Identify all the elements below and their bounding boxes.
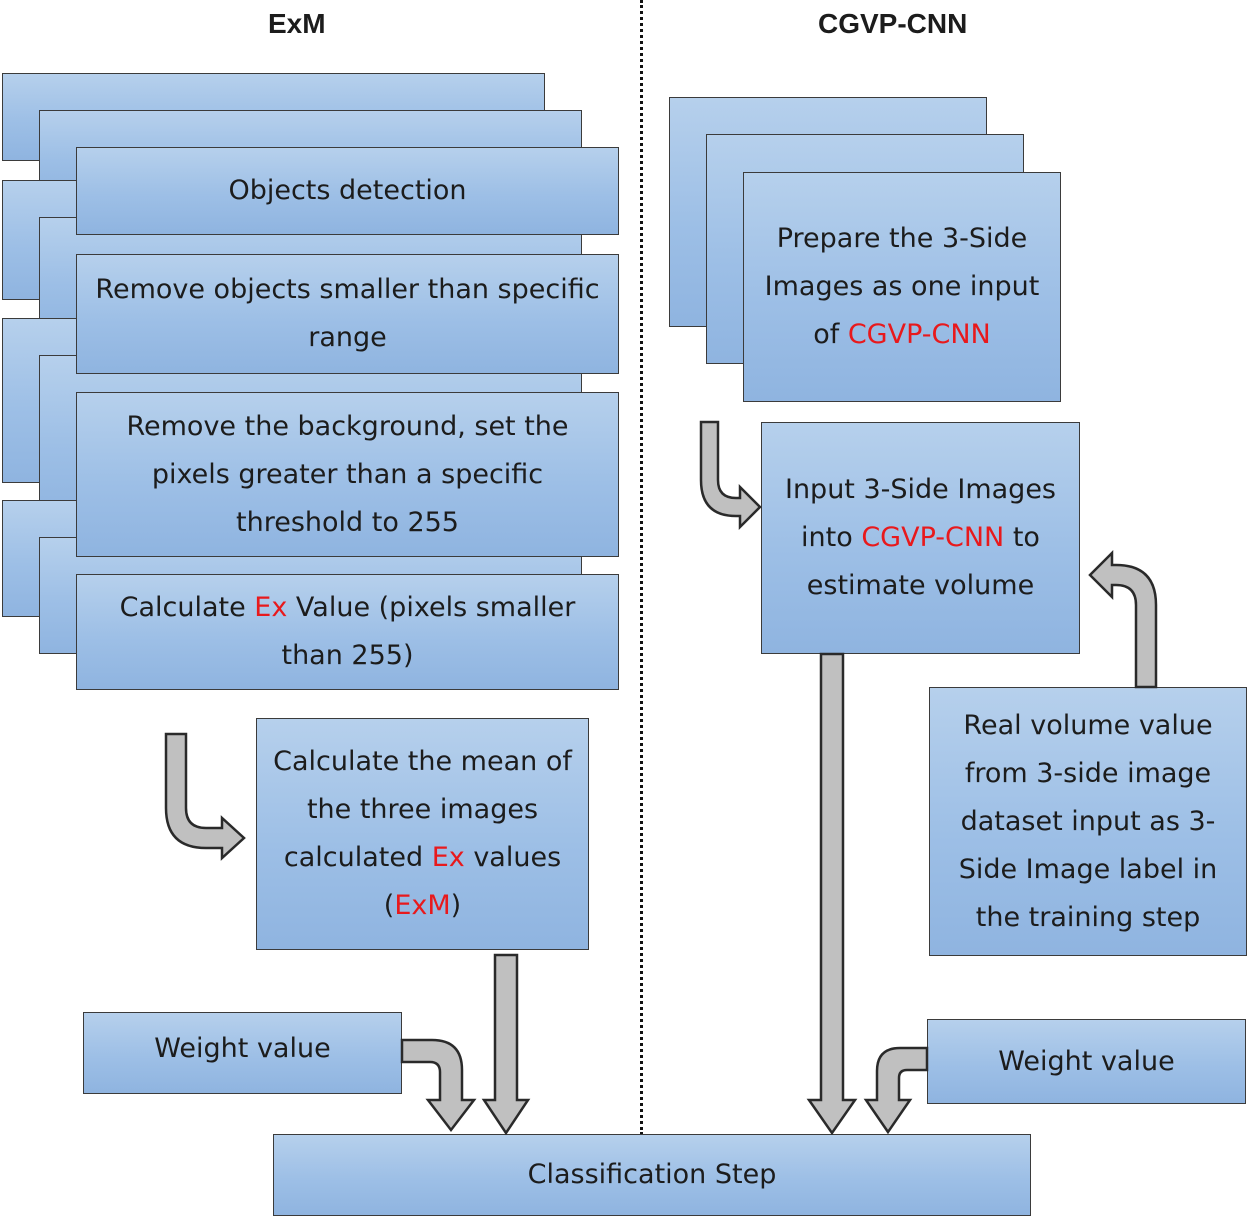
right-bent-arrow [699,420,762,531]
column-divider [640,0,643,1135]
classification-step-label: Classification Step [527,1159,777,1190]
calculate-ex-label: Calculate Ex Value (pixels smaller than … [119,592,576,671]
calculate-ex-box: Calculate Ex Value (pixels smaller than … [76,574,619,690]
input-images-box: Input 3-Side Images into CGVP-CNN to est… [761,422,1080,654]
prepare-images-label: Prepare the 3-Side Images as one input o… [764,223,1040,350]
right-weight-arrow [863,1046,929,1135]
left-weight-arrow [400,1038,477,1133]
real-volume-label: Real volume value from 3-side image data… [958,709,1218,933]
right-weight-value-label: Weight value [998,1045,1175,1077]
right-weight-value-box: Weight value [927,1019,1246,1104]
exm-heading: ExM [268,8,326,39]
left-weight-value-box: Weight value [83,1012,402,1094]
remove-small-objects-box: Remove objects smaller than specific ran… [76,254,619,374]
remove-background-box: Remove the background, set the pixels gr… [76,392,619,557]
real-volume-arrow [1088,549,1158,689]
remove-small-objects-label: Remove objects smaller than specific ran… [95,274,600,353]
remove-background-label: Remove the background, set the pixels gr… [126,410,569,538]
left-weight-value-label: Weight value [154,1033,331,1064]
calculate-mean-label: Calculate the mean of the three images c… [273,746,572,921]
input-down-arrow [806,652,858,1136]
cgvp-cnn-heading: CGVP-CNN [818,8,968,39]
classification-step-box: Classification Step [273,1134,1031,1216]
prepare-images-box: Prepare the 3-Side Images as one input o… [743,172,1061,402]
objects-detection-box: Objects detection [76,147,619,235]
objects-detection-label: Objects detection [228,175,467,206]
mean-down-arrow [481,953,531,1136]
left-bent-arrow [164,732,246,861]
real-volume-box: Real volume value from 3-side image data… [929,687,1247,956]
input-images-label: Input 3-Side Images into CGVP-CNN to est… [784,474,1056,601]
calculate-mean-box: Calculate the mean of the three images c… [256,718,589,950]
